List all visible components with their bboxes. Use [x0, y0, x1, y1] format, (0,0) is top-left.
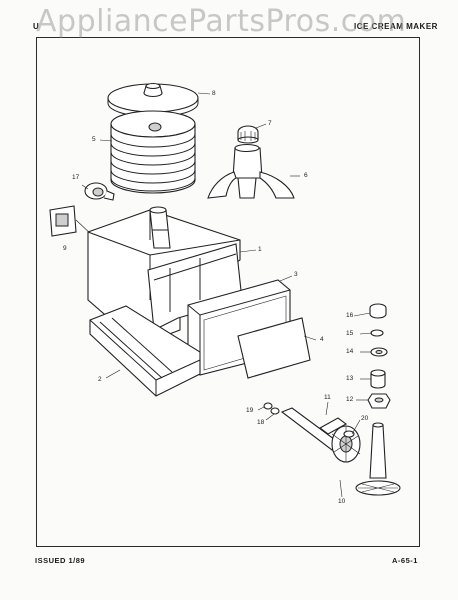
callout-1: 1 [258, 246, 262, 253]
callout-6: 6 [304, 172, 308, 179]
callout-18: 18 [257, 419, 265, 426]
callout-7: 7 [268, 120, 272, 127]
bowl-part-5 [110, 110, 196, 194]
callout-14: 14 [346, 348, 354, 355]
header-section-title: ICE CREAM MAKER [354, 22, 438, 31]
knob-part-7 [237, 125, 259, 144]
callout-17: 17 [72, 174, 80, 181]
callout-leaders [81, 92, 373, 498]
drive-gear-part-11 [280, 407, 361, 463]
callout-11: 11 [324, 394, 331, 401]
base-part-2 [89, 305, 201, 397]
callout-9: 9 [63, 245, 67, 252]
callout-13: 13 [346, 375, 354, 382]
page-code: A-65-1 [392, 556, 418, 565]
spindle-post [149, 206, 171, 249]
callout-15: 15 [346, 330, 354, 337]
issued-date: ISSUED 1/89 [35, 556, 86, 565]
callout-4: 4 [320, 336, 324, 343]
callout-2: 2 [98, 376, 102, 383]
callout-3: 3 [294, 271, 298, 278]
drive-cap-part-17 [84, 182, 115, 201]
diagram-frame [36, 37, 420, 547]
dasher-part-6 [207, 143, 295, 199]
callout-5: 5 [92, 136, 96, 143]
small-rings-18-19 [263, 402, 280, 415]
site-watermark: AppliancePartsPros.com [36, 4, 407, 39]
callout-20: 20 [361, 415, 369, 422]
header-model-text: U [33, 22, 40, 31]
switch-part-9 [49, 205, 93, 237]
window-part-4 [237, 317, 311, 379]
bearing-stack [367, 303, 391, 409]
callout-10: 10 [338, 498, 346, 505]
callout-8: 8 [212, 90, 216, 97]
shaft-part-10 [355, 422, 401, 496]
callout-16: 16 [346, 312, 354, 319]
callout-12: 12 [346, 396, 354, 403]
callout-19: 19 [246, 407, 254, 414]
